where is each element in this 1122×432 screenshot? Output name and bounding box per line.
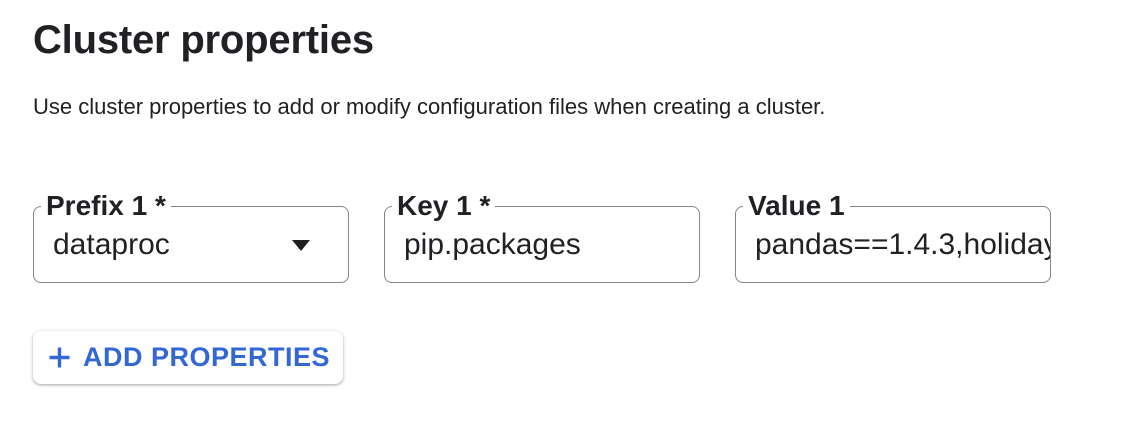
prefix-select[interactable]: dataproc bbox=[33, 206, 349, 283]
key-input[interactable] bbox=[384, 206, 700, 283]
property-row-1: Prefix 1 * dataproc Key 1 * Value 1 bbox=[33, 189, 1122, 283]
actions-row: ADD PROPERTIES bbox=[33, 331, 1122, 384]
prefix-field: Prefix 1 * dataproc bbox=[33, 189, 349, 283]
cluster-properties-section: Cluster properties Use cluster propertie… bbox=[33, 18, 1122, 384]
add-properties-label: ADD PROPERTIES bbox=[82, 342, 331, 372]
value-field: Value 1 bbox=[735, 189, 1051, 283]
page-title: Cluster properties bbox=[33, 18, 374, 62]
plus-icon bbox=[49, 347, 70, 368]
add-properties-button[interactable]: ADD PROPERTIES bbox=[33, 331, 343, 384]
prefix-field-label: Prefix 1 * bbox=[41, 189, 171, 223]
prefix-select-value: dataproc bbox=[53, 227, 170, 261]
dropdown-arrow-icon bbox=[292, 239, 310, 251]
key-field: Key 1 * bbox=[384, 189, 700, 283]
value-field-label: Value 1 bbox=[743, 189, 850, 223]
page-description: Use cluster properties to add or modify … bbox=[33, 94, 826, 119]
key-field-label: Key 1 * bbox=[392, 189, 496, 223]
